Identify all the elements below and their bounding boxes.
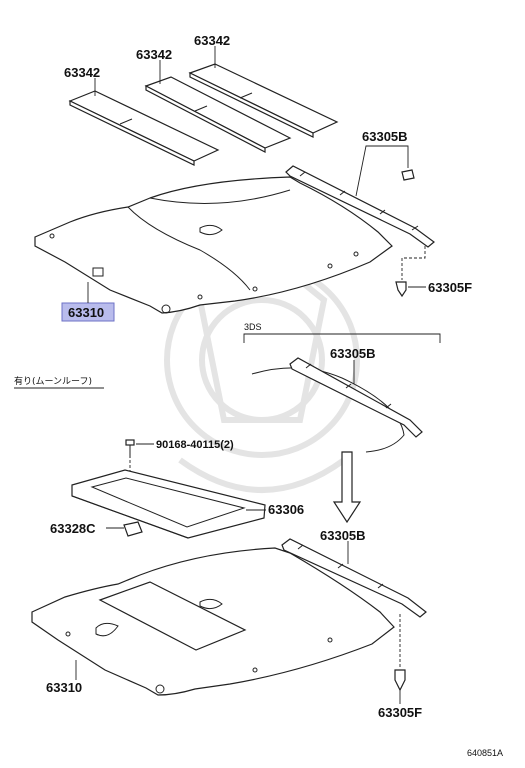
label-clip: 63328C — [50, 521, 96, 536]
label-rail-lower-top: 63305B — [330, 346, 376, 361]
label-sunroof-frame: 63306 — [268, 502, 304, 517]
label-headliner-lower: 63310 — [46, 680, 82, 695]
label-panel-left: 63342 — [64, 65, 100, 80]
down-arrow — [332, 451, 362, 524]
bracket-lower — [394, 669, 406, 692]
headliner-lower — [31, 547, 395, 696]
label-sunroof-note: 有り(ムーンルーフ) — [14, 375, 92, 387]
insulator-panel-right — [188, 63, 339, 138]
label-headliner-upper: 63310 — [68, 305, 104, 320]
diagram-code: 640851A — [467, 748, 503, 758]
bracket-upper — [395, 281, 407, 298]
label-bracket-lower: 63305F — [378, 705, 422, 720]
roof-rail-lower — [281, 538, 427, 618]
screw — [125, 439, 135, 458]
insulator-panel-left — [68, 90, 220, 166]
variant-bracket — [243, 333, 441, 343]
label-screw: 90168-40115(2) — [156, 439, 234, 451]
roof-rail-lower-top — [289, 357, 423, 438]
label-rail-upper: 63305B — [362, 129, 408, 144]
clip-upper — [401, 169, 415, 181]
label-bracket-upper: 63305F — [428, 280, 472, 295]
headliner-upper — [34, 176, 393, 314]
label-panel-right: 63342 — [194, 33, 230, 48]
leader-rail-upper — [355, 145, 409, 197]
sunroof-frame — [71, 469, 266, 539]
dashed-upper — [401, 246, 426, 280]
roof-rail-upper — [285, 165, 435, 248]
label-rail-lower: 63305B — [320, 528, 366, 543]
insulator-panel-middle — [144, 76, 292, 153]
clip-lower — [123, 521, 143, 537]
label-panel-middle: 63342 — [136, 47, 172, 62]
label-variant: 3DS — [244, 322, 262, 332]
